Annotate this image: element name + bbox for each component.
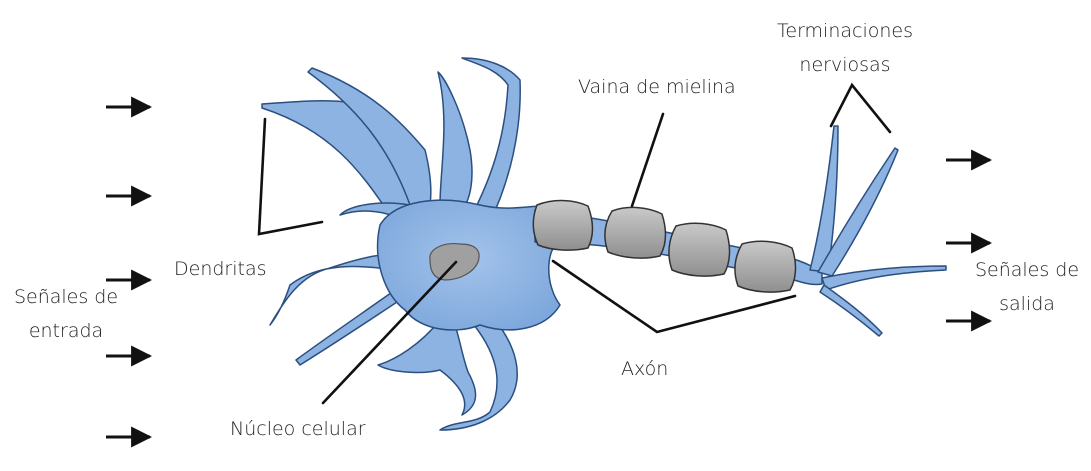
- nerve-terminal-shape: [822, 266, 946, 290]
- myelin-label: Vaina de mielina: [578, 70, 736, 104]
- input-signals-label: Señales de entrada: [6, 280, 126, 348]
- myelin-leader-line: [632, 114, 663, 206]
- dendrites-label: Dendritas: [174, 252, 267, 286]
- dendrite-shape: [296, 290, 400, 365]
- dendrite-shape: [378, 320, 476, 415]
- dendrite-shape: [462, 58, 520, 222]
- input-arrows: [106, 107, 150, 437]
- myelin-segment: [735, 241, 796, 292]
- nucleus-label: Núcleo celular: [230, 412, 366, 446]
- output-signals-line-1: Señales de: [968, 253, 1086, 287]
- dendrite-shape: [438, 72, 472, 210]
- myelin-sheath: [533, 201, 795, 293]
- neuron: [262, 58, 946, 430]
- terminals-label: Terminaciones nerviosas: [760, 14, 930, 82]
- dendrites-leader-line: [259, 119, 322, 234]
- terminals-line-1: Terminaciones: [760, 14, 930, 48]
- terminals-line-2: nerviosas: [760, 48, 930, 82]
- myelin-segment: [669, 223, 730, 276]
- terminals-leader-line: [831, 85, 890, 132]
- nerve-terminal-shape: [820, 285, 882, 336]
- input-signals-line-1: Señales de: [6, 280, 126, 314]
- input-signals-line-2: entrada: [6, 314, 126, 348]
- myelin-segment: [605, 207, 666, 258]
- axon-label: Axón: [621, 352, 668, 386]
- myelin-segment: [533, 201, 592, 251]
- output-signals-label: Señales de salida: [968, 253, 1086, 321]
- output-signals-line-2: salida: [968, 287, 1086, 321]
